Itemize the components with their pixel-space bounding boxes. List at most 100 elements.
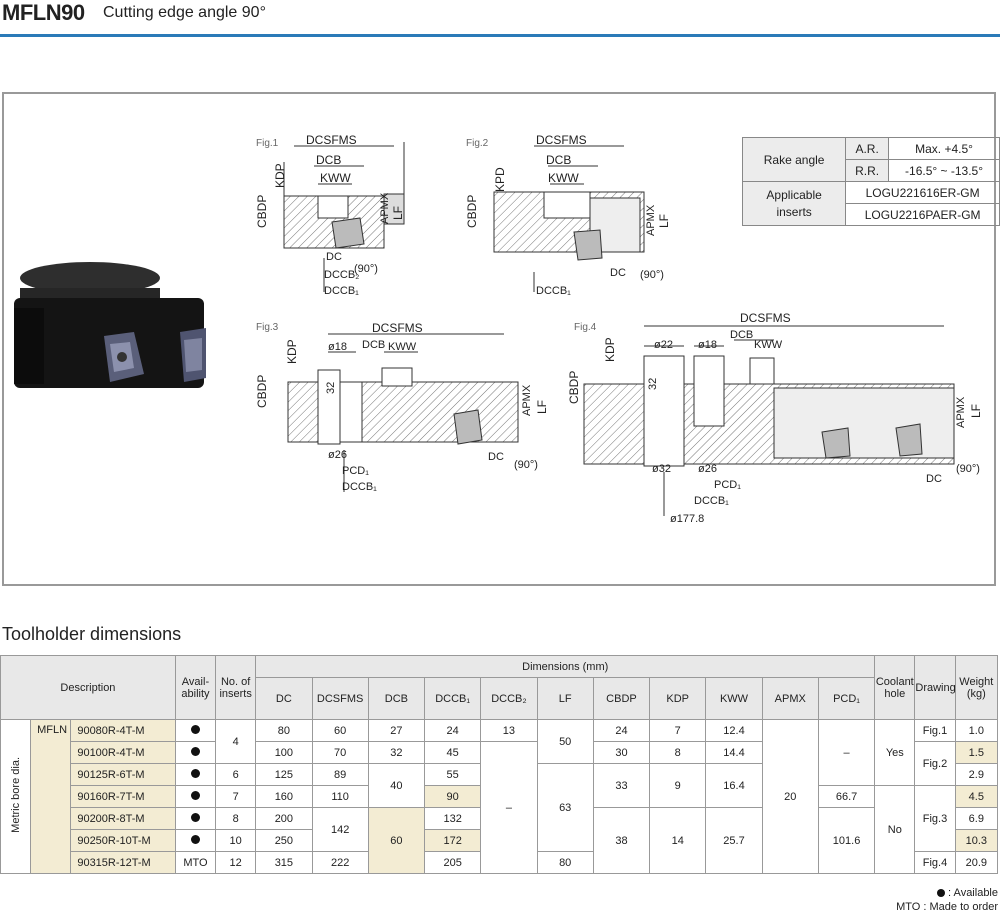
- dim-label: PCD₁: [714, 479, 741, 491]
- dim-label: ø22: [654, 339, 673, 351]
- available-dot: [174, 741, 217, 764]
- inserts-label-line: inserts: [776, 204, 812, 219]
- cell: 70: [311, 741, 369, 764]
- cell: 1.0: [954, 719, 999, 742]
- cell: 8: [215, 807, 257, 830]
- dim-label: DC: [488, 451, 504, 463]
- group-label: Metric bore dia.: [0, 719, 32, 874]
- cell: 222: [311, 851, 369, 874]
- cell: 8: [649, 741, 707, 764]
- cell: 205: [424, 851, 482, 874]
- col-kdp: KDP: [649, 677, 707, 720]
- cell: –: [480, 741, 538, 874]
- cell: 89: [311, 763, 369, 786]
- table-row: 90315R-12T-M MTO 12 315 222 205 80 Fig.4…: [1, 851, 999, 874]
- dim-label: DCB: [316, 153, 341, 167]
- cell: 80: [255, 719, 313, 742]
- dim-label: ø26: [698, 463, 717, 475]
- cell: Fig.1: [914, 719, 956, 742]
- cell: 60: [311, 719, 369, 742]
- cell: 7: [649, 719, 707, 742]
- table-row: 90125R-6T-M 6 125 89 40 55 63 33 9 16.4 …: [1, 763, 999, 852]
- row-desc: 90315R-12T-M: [70, 851, 176, 874]
- col-drawing: Drawing: [914, 655, 956, 720]
- cell: 110: [311, 785, 369, 808]
- spec-table: Rake angle A.R. Max. +4.5° R.R. -16.5° ~…: [741, 137, 1000, 226]
- cell: Yes: [874, 719, 916, 786]
- dim-label: ø26: [328, 449, 347, 461]
- cell: 1.5: [954, 741, 999, 764]
- dim-label: DCCB₂: [324, 269, 359, 281]
- rr-value: -16.5° ~ -13.5°: [888, 159, 1000, 182]
- cell: 200: [255, 807, 313, 830]
- technical-drawings: Fig.1 Fig.2 Fig.3 Fig.4 DCSFMS DCB KWW D…: [255, 133, 983, 525]
- available-dot: [174, 763, 217, 786]
- col-availability: Avail-ability: [174, 655, 217, 720]
- cell: 27: [367, 719, 426, 742]
- cell: 13: [480, 719, 538, 742]
- dim-label: DC: [610, 267, 626, 279]
- dim-label: KDP: [285, 339, 299, 364]
- dim-label: DC: [926, 473, 942, 485]
- rake-angle-label: Rake angle: [741, 137, 847, 182]
- row-desc: 90100R-4T-M: [70, 741, 176, 764]
- cell: 7: [215, 785, 257, 808]
- fig-label: Fig.4: [574, 322, 597, 333]
- dim-label: LF: [969, 404, 983, 418]
- available-dot: [174, 719, 217, 742]
- col-dccb2: DCCB₂: [480, 677, 538, 720]
- dim-label: DC: [326, 251, 342, 263]
- dim-label: APMX: [955, 396, 967, 428]
- col-dccb1: DCCB₁: [424, 677, 482, 720]
- cell: 6.9: [954, 807, 999, 830]
- cell: Fig.2: [914, 741, 956, 786]
- rr-label: R.R.: [845, 159, 890, 182]
- cell: 100: [255, 741, 313, 764]
- dim-label: DCCB₁: [694, 495, 729, 507]
- col-pcd1: PCD₁: [817, 677, 876, 720]
- inserts-label-line: Applicable: [766, 187, 822, 202]
- col-dimensions: Dimensions (mm): [255, 655, 876, 678]
- dim-label: PCD₁: [342, 465, 369, 477]
- cell: 40: [367, 763, 426, 808]
- cell: 125: [255, 763, 313, 786]
- available-dot: [174, 829, 217, 852]
- cell: 2.9: [954, 763, 999, 786]
- dim-label: APMX: [645, 204, 657, 236]
- cell: 60: [367, 807, 426, 874]
- ar-label: A.R.: [845, 137, 890, 160]
- cell: 45: [424, 741, 482, 764]
- table-row: 90200R-8T-M 8 200 142 60 132 38 14 25.7 …: [1, 807, 999, 874]
- fig-label: Fig.1: [256, 138, 279, 149]
- cell: Fig.4: [914, 851, 956, 874]
- cell: 24: [424, 719, 482, 742]
- cell: 30: [592, 741, 651, 764]
- dim-label: DCB: [546, 153, 571, 167]
- dot-icon: [936, 889, 945, 897]
- col-apmx: APMX: [761, 677, 819, 720]
- dim-label: KWW: [388, 341, 417, 353]
- cell: 63: [536, 763, 594, 852]
- cell: 10: [215, 829, 257, 852]
- cell: 80: [536, 851, 594, 874]
- col-lf: LF: [536, 677, 594, 720]
- col-cbdp: CBDP: [592, 677, 651, 720]
- cell: 55: [424, 763, 482, 786]
- row-desc: 90200R-8T-M: [70, 807, 176, 830]
- mto-cell: MTO: [174, 851, 217, 874]
- cell: 14: [649, 807, 707, 874]
- row-desc: 90125R-6T-M: [70, 763, 176, 786]
- insert-code: LOGU2216PAER-GM: [845, 203, 1000, 226]
- cell: 50: [536, 719, 594, 764]
- dim-label: 32: [647, 378, 659, 390]
- legend: : Available MTO : Made to order: [896, 886, 998, 914]
- dim-label: CBDP: [567, 371, 581, 404]
- cell: 6: [215, 763, 257, 786]
- dim-label: CBDP: [255, 375, 269, 408]
- table-row: 90250R-10T-M 10 250 172 10.3: [1, 829, 999, 852]
- cell: 315: [255, 851, 313, 874]
- dim-label: KWW: [320, 171, 351, 185]
- available-dot: [174, 785, 217, 808]
- insert-code: LOGU221616ER-GM: [845, 181, 1000, 204]
